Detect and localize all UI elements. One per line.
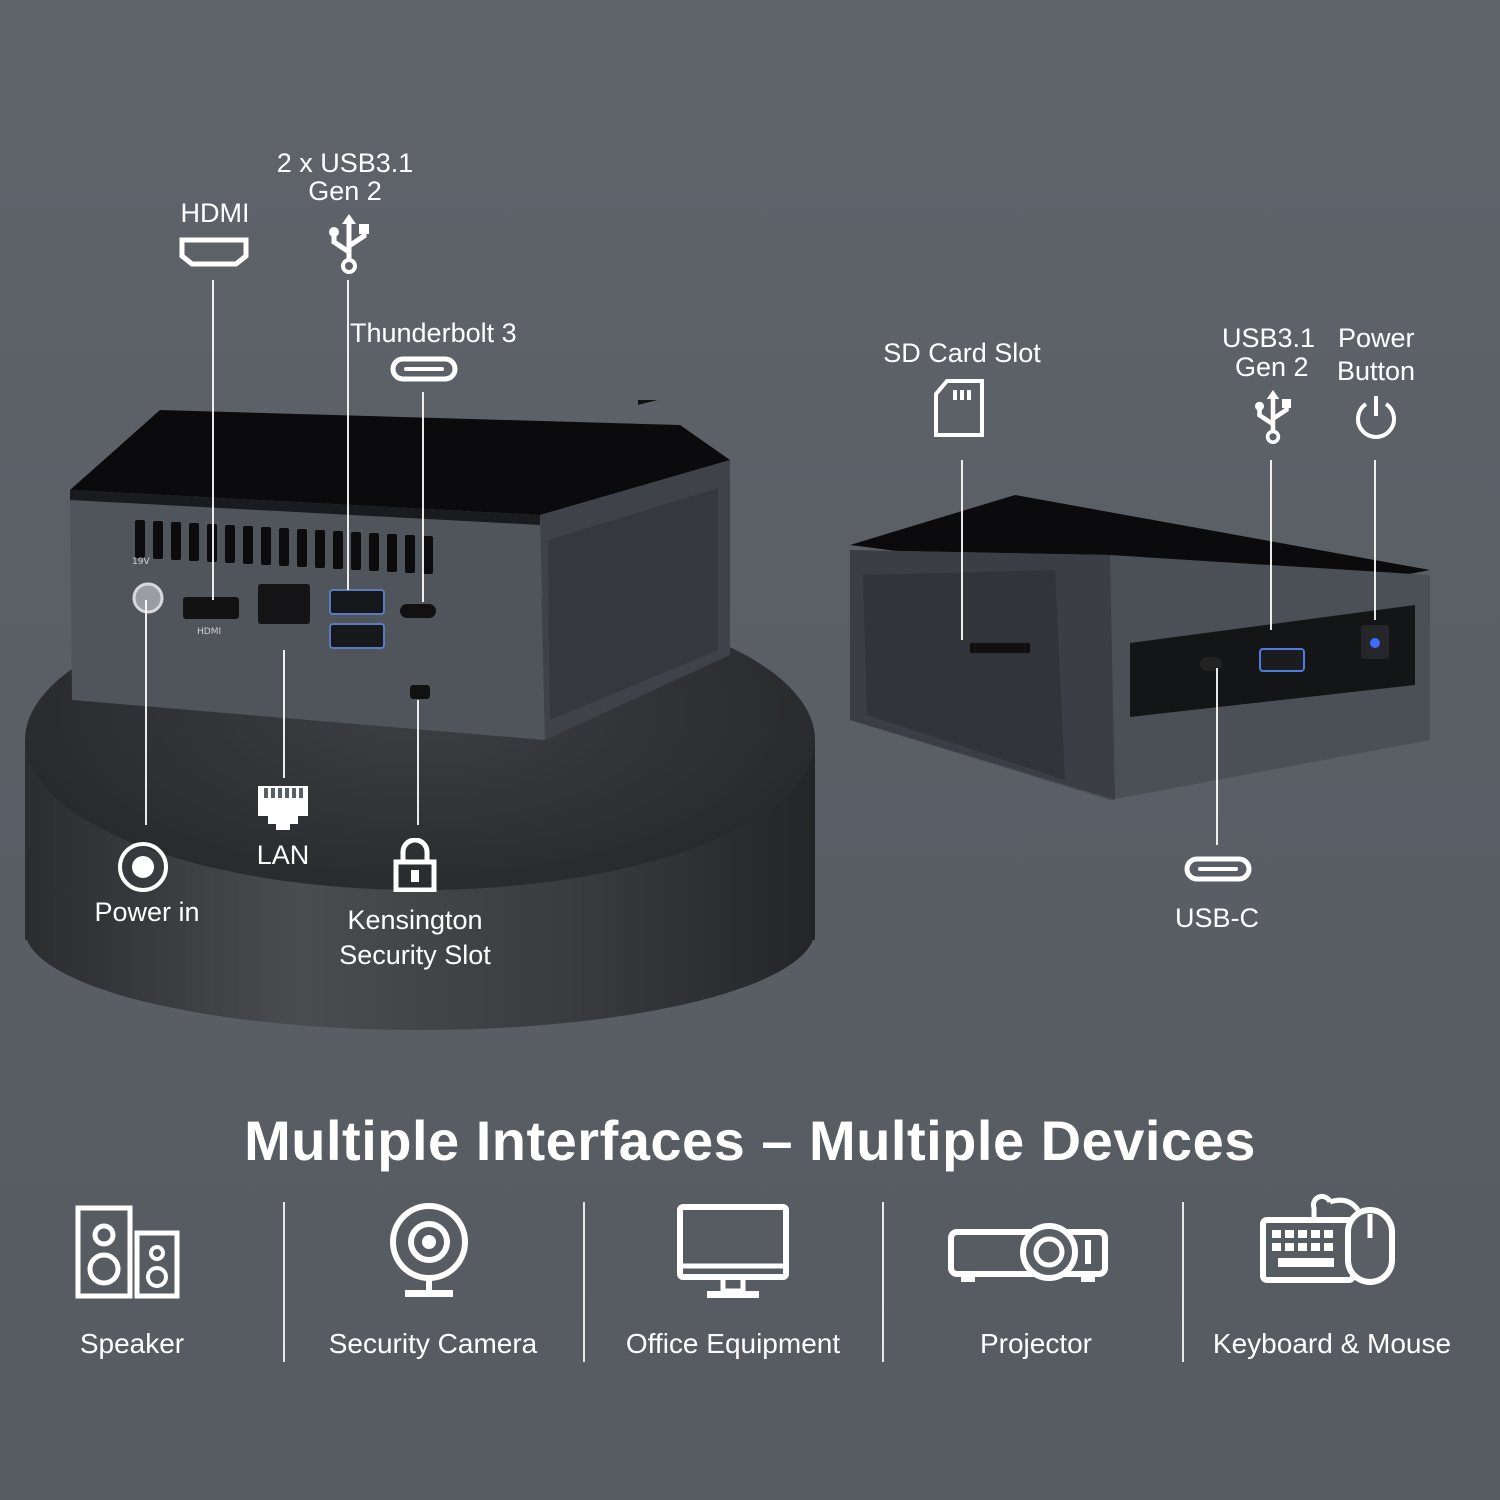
sd-card-icon xyxy=(934,379,984,437)
device-divider xyxy=(583,1202,585,1362)
device-label-security-camera: Security Camera xyxy=(328,1328,538,1359)
device-label-speaker: Speaker xyxy=(79,1328,185,1359)
kensington-label-line1: Kensington xyxy=(347,905,483,935)
thunderbolt-leader xyxy=(422,392,424,602)
kensington-label-line2: Security Slot xyxy=(339,940,491,970)
power-in-leader xyxy=(145,600,147,825)
usb-rear-label-line2: Gen 2 xyxy=(308,176,382,206)
svg-text:19V: 19V xyxy=(132,557,150,567)
headline: Multiple Interfaces – Multiple Devices xyxy=(244,1109,1256,1172)
device-divider xyxy=(1182,1202,1184,1362)
usb-c-label: USB-C xyxy=(1174,903,1259,933)
lan-icon xyxy=(258,786,308,830)
usb-icon xyxy=(329,214,369,274)
lock-icon xyxy=(393,838,437,892)
device-label-projector: Projector xyxy=(979,1328,1093,1359)
webcam-icon xyxy=(390,1203,468,1297)
usb-front-leader xyxy=(1270,460,1272,630)
device-label-office-equipment: Office Equipment xyxy=(625,1328,841,1359)
keyboard-mouse-icon xyxy=(1260,1193,1395,1285)
front-mesh xyxy=(863,570,1065,780)
monitor-icon xyxy=(677,1204,789,1298)
usb-front-label-line2: Gen 2 xyxy=(1235,352,1309,382)
lan-label: LAN xyxy=(256,840,310,870)
side-mesh xyxy=(548,488,718,720)
kensington-leader xyxy=(417,700,419,825)
sd-card-label: SD Card Slot xyxy=(883,338,1041,368)
mini-pc-front xyxy=(850,495,1430,800)
power-button-leader xyxy=(1374,460,1376,620)
hdmi-label: HDMI xyxy=(180,198,250,228)
device-divider xyxy=(882,1202,884,1362)
svg-text:HDMI: HDMI xyxy=(197,627,221,637)
floor-reflection xyxy=(0,1000,1500,1500)
thunderbolt-label: Thunderbolt 3 xyxy=(350,318,517,348)
usb-c-icon xyxy=(390,356,458,382)
mini-pc-rear: 19V HDMI xyxy=(70,400,730,740)
usb-rear-leader xyxy=(347,280,349,590)
usb-c-icon xyxy=(1184,856,1252,882)
power-jack-icon xyxy=(118,842,168,892)
power-in-label: Power in xyxy=(94,897,200,927)
rear-vents xyxy=(135,520,433,574)
usb-rear-label-line1: 2 x USB3.1 xyxy=(276,148,414,178)
usb-icon xyxy=(1255,390,1291,444)
sd-card-leader xyxy=(961,460,963,640)
power-button-label-line2: Button xyxy=(1337,356,1416,386)
hdmi-leader xyxy=(212,280,214,600)
device-divider xyxy=(283,1202,285,1362)
speaker-icon xyxy=(75,1205,180,1299)
hdmi-icon xyxy=(179,237,249,267)
power-icon xyxy=(1356,396,1396,439)
lan-leader xyxy=(283,650,285,778)
projector-icon xyxy=(948,1223,1108,1282)
usb-front-label-line1: USB3.1 xyxy=(1222,323,1316,353)
power-button-label-line1: Power xyxy=(1338,323,1415,353)
usb-c-leader xyxy=(1216,668,1218,845)
device-label-keyboard-mouse: Keyboard & Mouse xyxy=(1212,1328,1452,1359)
